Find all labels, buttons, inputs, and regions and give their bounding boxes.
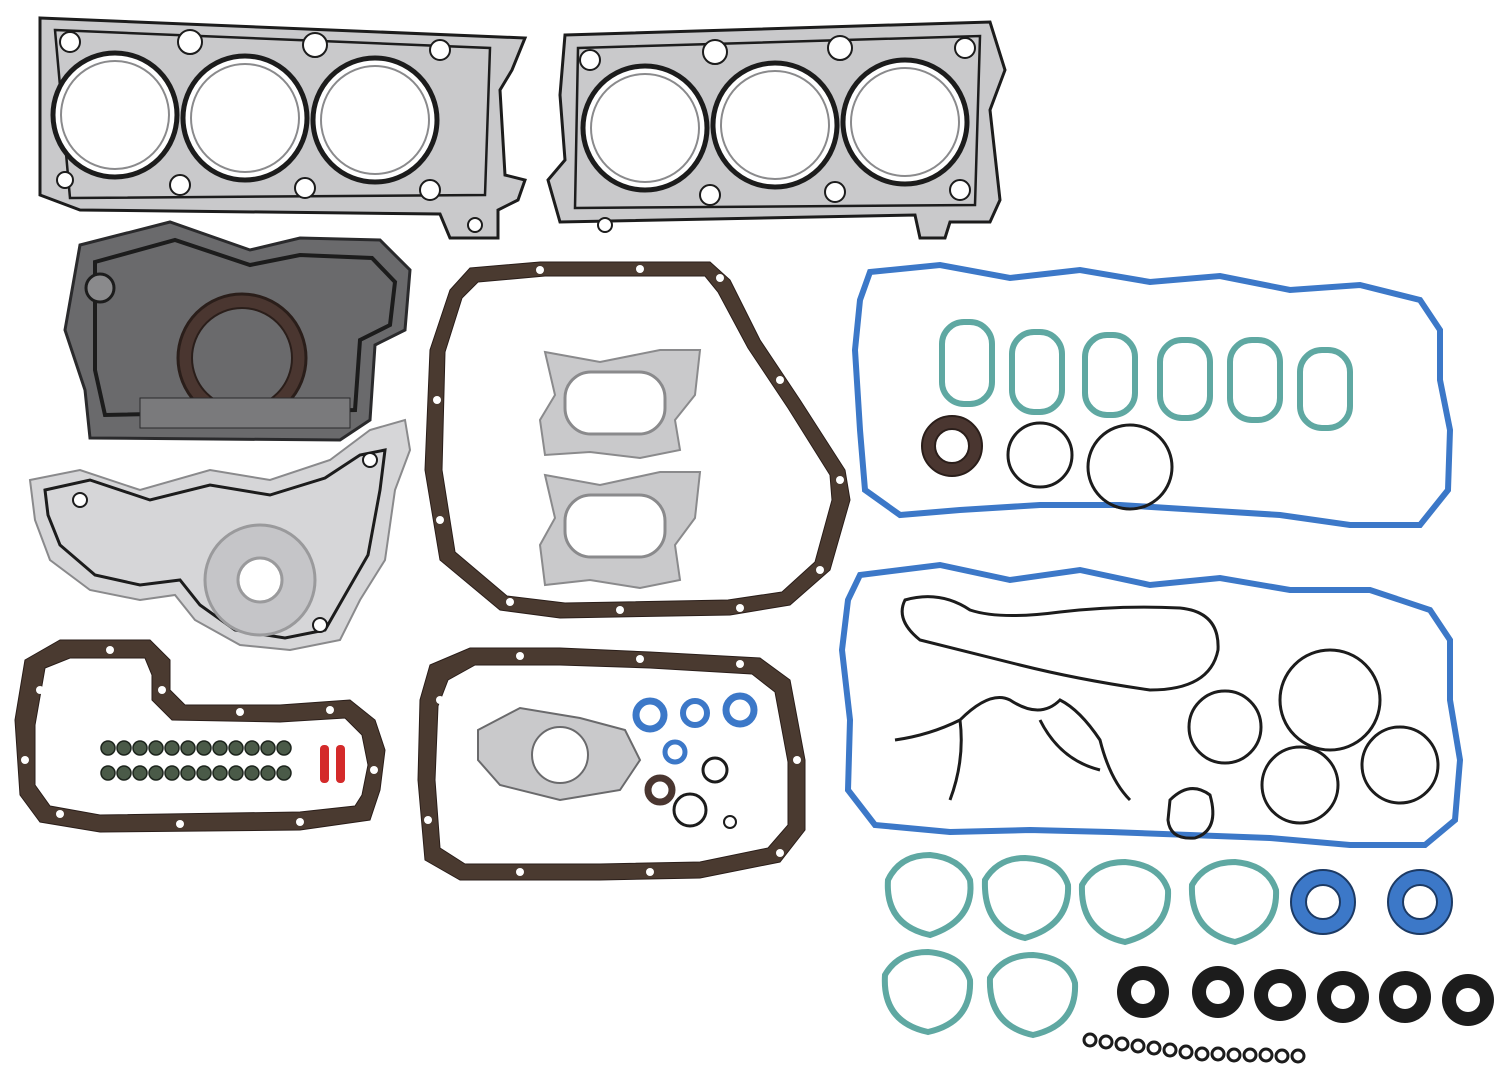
timing-cover-gasket <box>28 418 412 652</box>
o-rings <box>1082 1032 1306 1064</box>
valve-stem-seals <box>100 740 292 781</box>
cylinder-head-gasket-right <box>546 20 1007 240</box>
o-ring-cluster-center <box>632 692 758 829</box>
valve-cover-gasket-bottom <box>838 561 1464 848</box>
intake-port-seals-top <box>939 319 1353 431</box>
exhaust-manifold-gaskets <box>538 349 702 590</box>
valve-cover-gasket-top <box>851 261 1454 528</box>
rear-main-seal-retainer <box>63 220 412 442</box>
intake-manifold-seals <box>881 851 1280 1039</box>
oil-seals <box>1117 869 1494 1026</box>
cylinder-head-gasket-left <box>38 16 528 240</box>
red-dowel-pins <box>320 745 345 783</box>
oil-pan-gasket-small <box>417 647 806 881</box>
